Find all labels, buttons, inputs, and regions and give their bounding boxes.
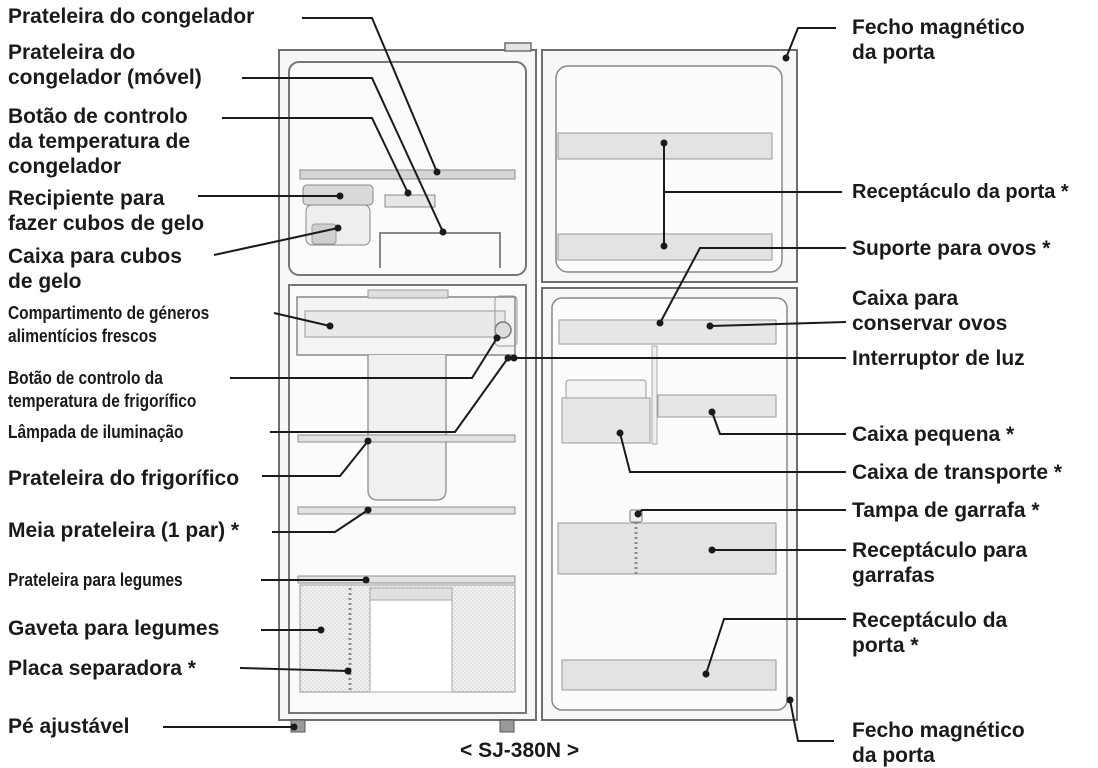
label-fecho-bottom: Fecho magnético da porta [852, 719, 1025, 767]
label-prateleira-congelador-movel: Prateleira do congelador (móvel) [8, 41, 202, 89]
leader-lines [163, 17, 847, 742]
label-fecho-top: Fecho magnético da porta [852, 16, 1025, 64]
label-receptaculo-garrafas: Receptáculo para garrafas [852, 539, 1028, 587]
label-interruptor-luz: Interruptor de luz [852, 347, 1025, 370]
right-doors [541, 49, 798, 721]
label-receptaculo-porta-bottom: Receptáculo da porta * [852, 609, 1008, 657]
label-prateleira-congelador: Prateleira do congelador [8, 5, 255, 28]
label-recipiente-cubos: Recipiente para fazer cubos de gelo [8, 187, 205, 235]
label-caixa-pequena: Caixa pequena * [852, 423, 1015, 446]
leader-dots [290, 54, 794, 731]
label-caixa-transporte: Caixa de transporte * [852, 461, 1063, 484]
label-receptaculo-porta-top: Receptáculo da porta * [852, 181, 1069, 203]
label-tampa-garrafa: Tampa de garrafa * [852, 499, 1040, 522]
label-lampada: Lâmpada de iluminação [8, 422, 184, 442]
label-gaveta-legumes: Gaveta para legumes [8, 617, 220, 640]
left-cabinet [278, 42, 537, 733]
label-placa-separadora: Placa separadora * [8, 657, 196, 680]
label-prateleira-legumes: Prateleira para legumes [8, 570, 183, 590]
label-meia-prateleira: Meia prateleira (1 par) * [8, 519, 240, 542]
label-caixa-ovos: Caixa para conservar ovos [852, 287, 1008, 335]
model-caption: < SJ-380N > [460, 739, 580, 762]
label-pe-ajustavel: Pé ajustável [8, 715, 130, 738]
label-botao-temp-congelador: Botão de controlo da temperatura de cong… [8, 105, 191, 178]
label-compartimento-frescos: Compartimento de géneros alimentícios fr… [8, 303, 210, 346]
label-prateleira-frigorifico: Prateleira do frigorífico [8, 467, 240, 490]
label-botao-temp-frigorifico: Botão de controlo da temperatura de frig… [8, 368, 197, 411]
label-caixa-cubos: Caixa para cubos de gelo [8, 245, 182, 293]
label-suporte-ovos: Suporte para ovos * [852, 237, 1051, 260]
